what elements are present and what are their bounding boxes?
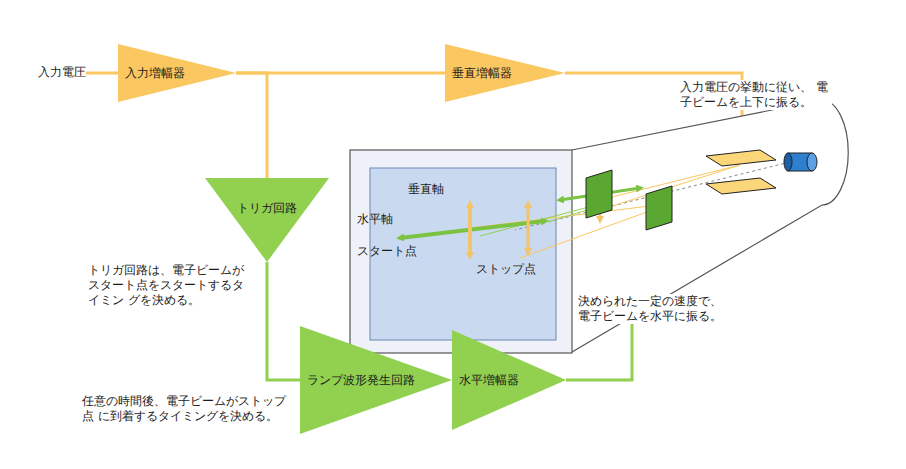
annotation-note: 決められた一定の速度で、 電子ビームを水平に振る。: [578, 294, 730, 324]
amplifier-label: トリガ回路: [237, 201, 297, 215]
vertical-plate: [706, 150, 776, 166]
vertical-plate: [706, 178, 776, 194]
electron-gun: [784, 153, 817, 171]
annotation-note: 入力電圧の挙動に従い、 電子ビームを上下に振る。: [680, 80, 832, 110]
point-label: スタート点: [357, 244, 417, 259]
amplifier-triangle: 入力増幅器: [118, 44, 236, 102]
horizontal-axis-arrow: [400, 221, 545, 238]
amplifier-triangle: 垂直増幅器: [445, 44, 565, 102]
vertical-axis-arrow: [468, 204, 472, 256]
amplifier-triangle: トリガ回路: [205, 178, 329, 262]
signal-wire: [267, 262, 300, 380]
amplifier-label: 水平増幅器: [459, 373, 519, 387]
axis-label: 水平軸: [357, 212, 393, 227]
point-label: ストップ点: [476, 262, 536, 277]
amplifier-triangle: 水平増幅器: [452, 330, 566, 430]
annotation-note: トリガ回路は、電子ビームが スタート点をスタートするタイミン グを決める。: [88, 263, 253, 308]
horizontal-plate: [646, 186, 672, 230]
horizontal-plate: [586, 170, 612, 218]
input-label: 入力電圧: [38, 65, 86, 80]
input-wire: [86, 72, 118, 75]
amplifier-label: ランプ波形発生回路: [307, 373, 415, 387]
beam-lines: [470, 162, 790, 258]
triangle-outline: [205, 178, 329, 262]
axis-label: 垂直軸: [408, 182, 444, 197]
amplifier-label: 入力増幅器: [125, 66, 185, 80]
vertical-axis-arrow: [527, 204, 530, 252]
amplifier-label: 垂直増幅器: [452, 66, 512, 80]
crt-tube: [572, 100, 848, 352]
amplifier-triangle: ランプ波形発生回路: [300, 326, 452, 434]
signal-wire: [236, 73, 267, 178]
annotation-note: 任意の時間後、電子ビームがストップ点 に到着するタイミングを決める。: [82, 394, 294, 424]
